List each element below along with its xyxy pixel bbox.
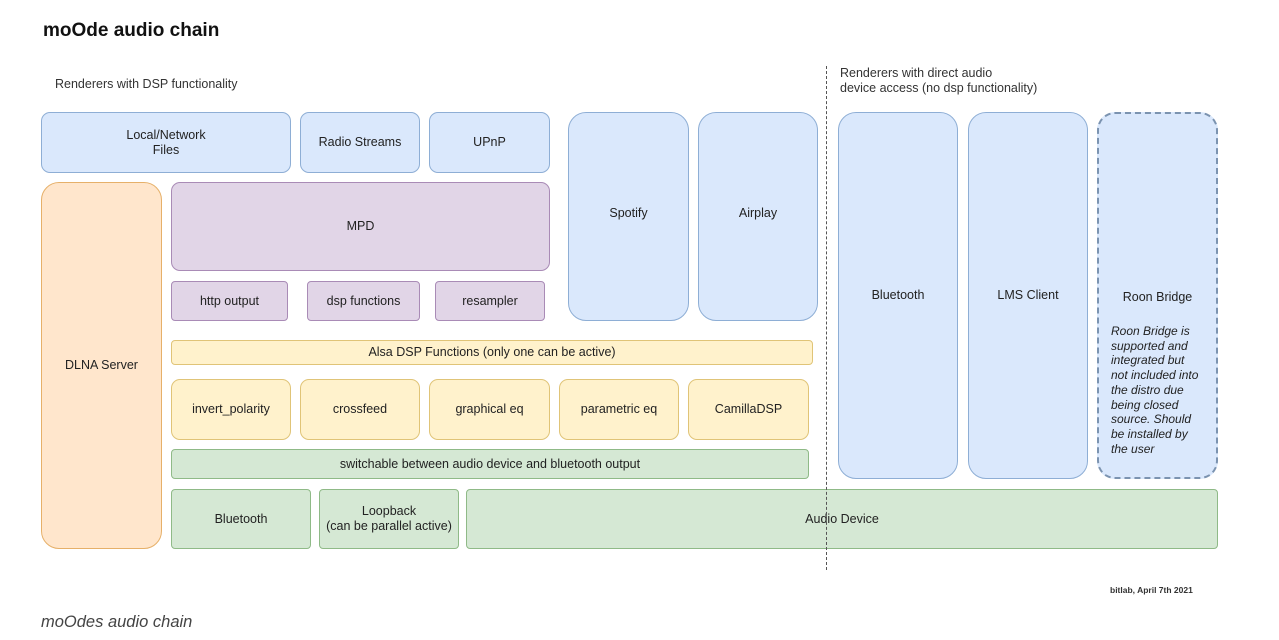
bluetooth-output-box: Bluetooth [171,489,311,549]
audio-device-box: Audio Device [466,489,1218,549]
audio-device-label: Audio Device [805,511,879,526]
upnp-label: UPnP [473,135,506,149]
graphical-eq-box: graphical eq [429,379,550,440]
crossfeed-box: crossfeed [300,379,420,440]
alsa-dsp-header: Alsa DSP Functions (only one can be acti… [171,340,813,365]
roon-bridge-note: Roon Bridge is supported and integrated … [1111,324,1199,456]
figure-caption: moOdes audio chain [41,613,193,631]
airplay-label: Airplay [738,206,778,220]
http-output-label: http output [199,293,260,308]
parametric-eq-box: parametric eq [559,379,679,440]
local-network-files-box: Local/Network Files [41,112,291,173]
switchable-output-bar: switchable between audio device and blue… [171,449,809,479]
spotify-box: Spotify [568,112,689,321]
dlna-server-box: DLNA Server [41,182,162,549]
graphical-eq-label: graphical eq [455,402,524,416]
switchable-output-label: switchable between audio device and blue… [339,456,641,471]
local-files-line1: Local/Network [126,127,206,142]
bluetooth-output-label: Bluetooth [214,511,268,526]
bluetooth-renderer-label: Bluetooth [871,288,925,302]
dsp-direct-divider [826,66,827,570]
crossfeed-label: crossfeed [332,402,388,416]
roon-bridge-label: Roon Bridge [1122,290,1193,304]
invert-polarity-box: invert_polarity [171,379,291,440]
lms-client-box: LMS Client [968,112,1088,479]
radio-streams-box: Radio Streams [300,112,420,173]
dsp-functions-box: dsp functions [307,281,420,321]
radio-streams-label: Radio Streams [318,135,402,149]
mpd-box: MPD [171,182,550,271]
camilladsp-label: CamillaDSP [714,402,783,416]
lms-client-label: LMS Client [997,288,1059,302]
roon-bridge-box: Roon Bridge Roon Bridge is supported and… [1097,112,1218,479]
loopback-box: Loopback (can be parallel active) [319,489,459,549]
resampler-label: resampler [462,293,518,308]
direct-renderers-label-line1: Renderers with direct audio [840,66,993,80]
camilladsp-box: CamillaDSP [688,379,809,440]
mpd-label: MPD [346,219,375,233]
upnp-box: UPnP [429,112,550,173]
local-files-line2: Files [152,142,180,157]
direct-renderers-label-line2: device access (no dsp functionality) [840,81,1038,95]
spotify-label: Spotify [609,206,648,220]
airplay-box: Airplay [698,112,818,321]
resampler-box: resampler [435,281,545,321]
diagram-title: moOde audio chain [43,20,220,41]
dlna-server-label: DLNA Server [65,358,138,372]
loopback-line1: Loopback [361,504,417,518]
parametric-eq-label: parametric eq [580,402,658,416]
dsp-functions-label: dsp functions [326,293,401,308]
direct-renderers-label: Renderers with direct audio device acces… [840,66,1037,96]
alsa-dsp-header-label: Alsa DSP Functions (only one can be acti… [368,345,616,359]
bluetooth-renderer-box: Bluetooth [838,112,958,479]
loopback-line2: (can be parallel active) [326,519,452,533]
invert-polarity-label: invert_polarity [192,402,270,416]
dsp-renderers-label: Renderers with DSP functionality [55,77,238,91]
credit-stamp: bitlab, April 7th 2021 [1110,585,1193,595]
http-output-box: http output [171,281,288,321]
